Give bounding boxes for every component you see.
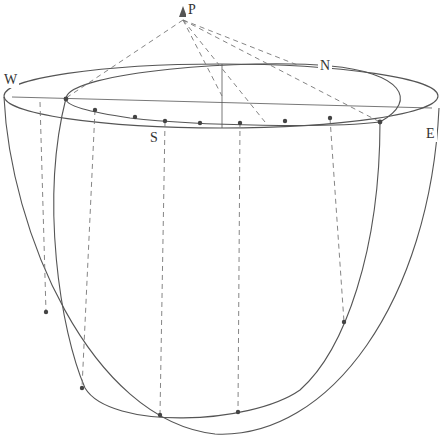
- pole-line: [66, 20, 183, 98]
- pole-line: [183, 20, 380, 122]
- diurnal-arc-below: [54, 98, 380, 418]
- hemisphere-outline: [4, 97, 439, 434]
- projection-line: [82, 110, 95, 388]
- diurnal-circle: [66, 64, 400, 126]
- pole-label: P: [186, 2, 198, 18]
- south-label: S: [148, 130, 160, 146]
- west-label: W: [2, 72, 19, 88]
- projection-line: [40, 102, 46, 312]
- north-label: N: [318, 58, 332, 74]
- pole-line: [183, 20, 265, 122]
- east-label: E: [424, 126, 437, 142]
- projection-line: [238, 122, 240, 412]
- projection-line: [160, 122, 165, 415]
- pole-line: [183, 20, 300, 66]
- sun-positions: [44, 97, 383, 418]
- pole-line: [183, 20, 222, 96]
- projection-line: [330, 118, 344, 322]
